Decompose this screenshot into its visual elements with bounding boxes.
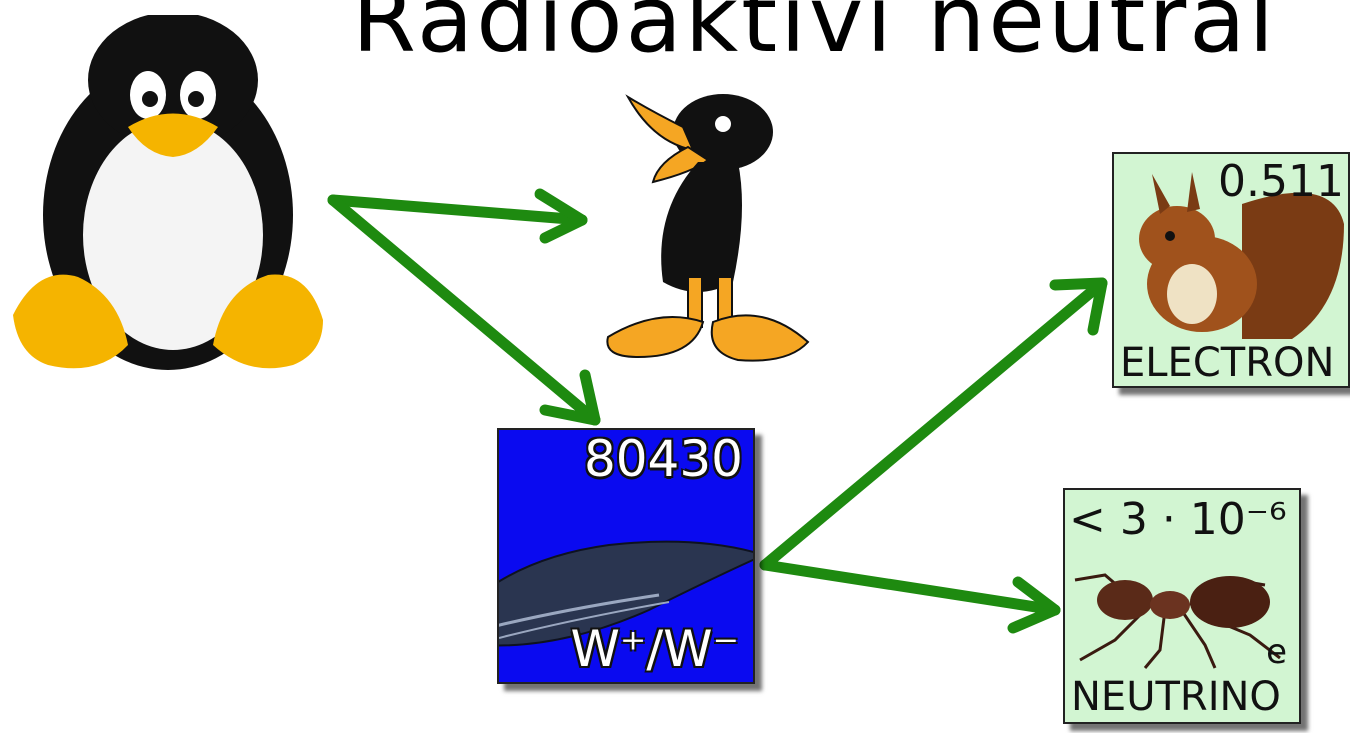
neutrino-flavor: e xyxy=(1266,632,1287,672)
arrow-to-w-boson xyxy=(327,194,601,426)
squirrel-icon xyxy=(1139,172,1344,339)
arrow-to-daughter-head xyxy=(534,188,588,244)
electron-label: ELECTRON xyxy=(1120,340,1335,386)
w-boson-card: 80430 W⁺/W⁻ xyxy=(497,428,755,684)
slide-title: Radioaktivi neutral xyxy=(352,0,1278,73)
arrow-to-electron xyxy=(759,277,1108,571)
arrow-to-electron-head xyxy=(1049,277,1108,336)
neutrino-label: NEUTRINO xyxy=(1071,674,1281,720)
neutrino-card: < 3 · 10⁻⁶ e NEUTRINO xyxy=(1063,488,1301,724)
arrow-to-daughter xyxy=(327,194,588,226)
w-boson-mass: 80430 xyxy=(583,430,743,488)
arrow-to-w-boson-head xyxy=(539,369,601,426)
arrow-to-neutrino xyxy=(759,559,1061,616)
arrow-to-neutrino-head xyxy=(1007,576,1061,634)
ant-icon xyxy=(1074,573,1281,669)
neutrino-mass: < 3 · 10⁻⁶ xyxy=(1069,494,1287,545)
w-boson-label: W⁺/W⁻ xyxy=(570,620,739,678)
whale-icon xyxy=(499,540,753,647)
electron-card: 0.511 ELECTRON xyxy=(1112,152,1350,388)
penguin-icon xyxy=(13,15,323,370)
electron-mass: 0.511 xyxy=(1218,156,1344,207)
duck-icon xyxy=(606,94,810,362)
